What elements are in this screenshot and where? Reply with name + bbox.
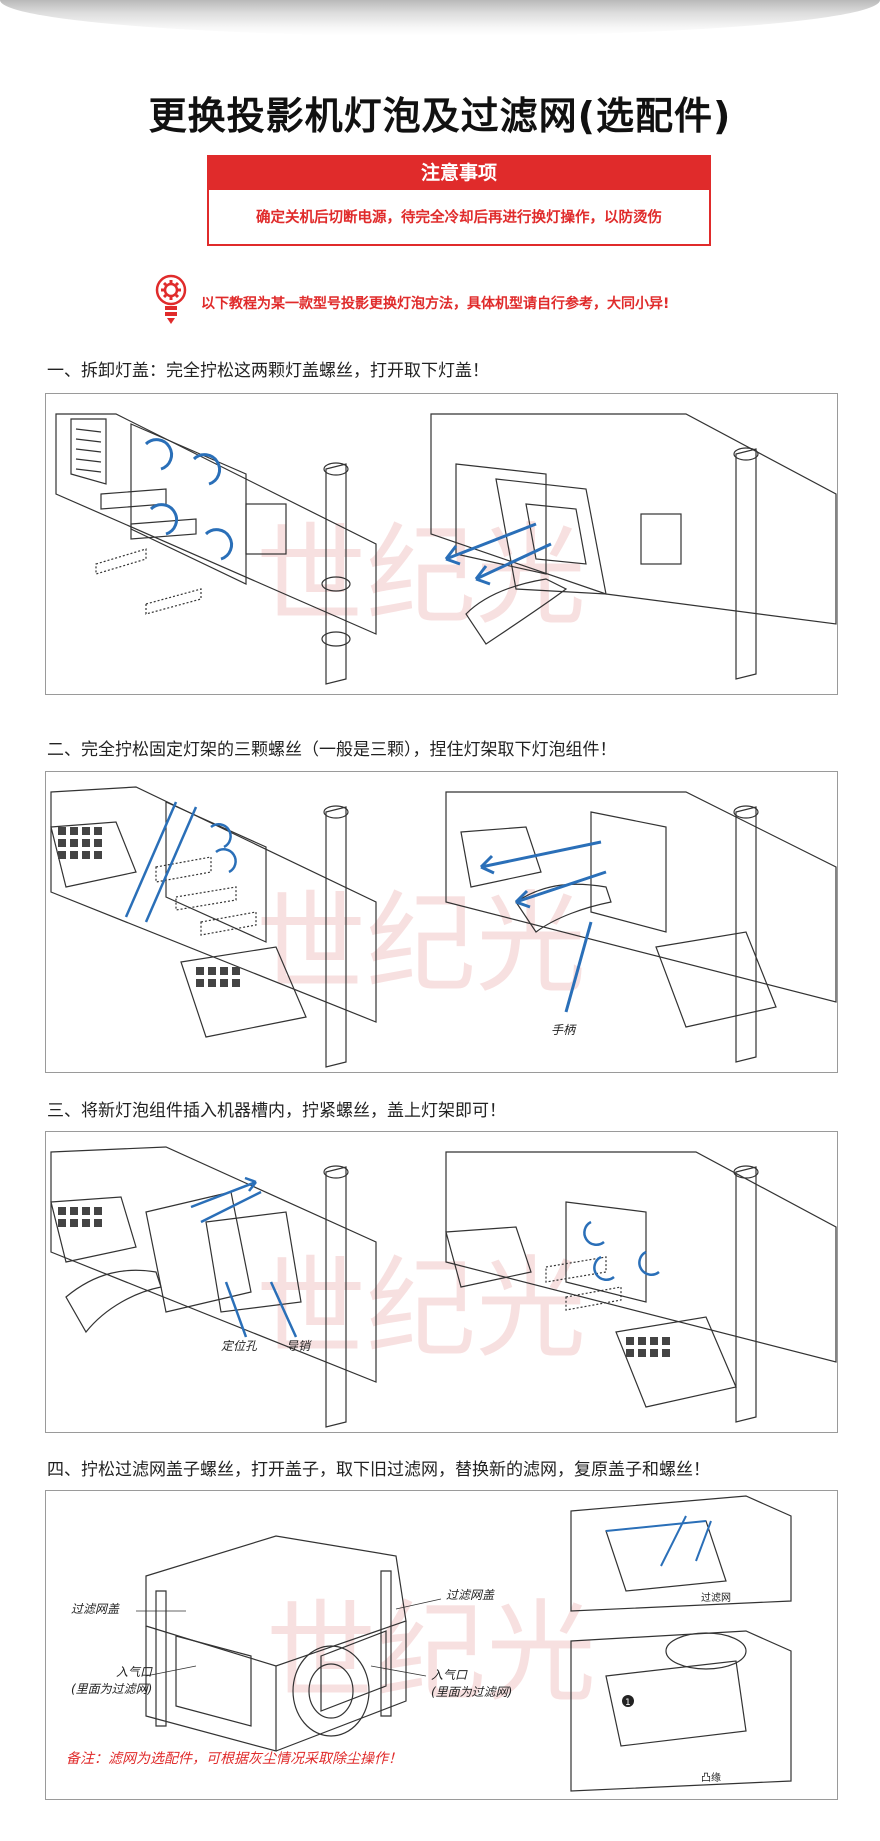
step-3-heading: 三、将新灯泡组件插入机器槽内，拧紧螺丝，盖上灯架即可！ xyxy=(47,1101,506,1121)
insert-arrows-left xyxy=(190,1176,298,1338)
step-4-heading: 四、拧松过滤网盖子螺丝，打开盖子，取下旧过滤网，替换新的滤网，复原盖子和螺丝！ xyxy=(47,1460,710,1480)
label-air-inlet-right-sub: (里面为过滤网) xyxy=(431,1685,512,1699)
label-handle: 手柄 xyxy=(551,1023,577,1037)
label-inset-filter: 过滤网 xyxy=(701,1591,731,1604)
projector-right-drawing xyxy=(430,413,837,680)
heatsink-grid-left xyxy=(58,827,240,987)
pull-arrows-right xyxy=(479,840,607,1013)
watermark: 世纪光 xyxy=(256,1245,586,1373)
label-air-inlet-right: 入气口 xyxy=(431,1668,468,1682)
label-filter-cover-left: 过滤网盖 xyxy=(71,1602,120,1616)
notice-body: 确定关机后切断电源，待完全冷却后再进行换灯操作，以防烫伤 xyxy=(256,210,662,226)
projector-main-drawing xyxy=(145,1535,407,1752)
projector-left-drawing xyxy=(55,413,377,685)
page-title: 更换投影机灯泡及过滤网(选配件) xyxy=(148,94,732,138)
notice-heading: 注意事项 xyxy=(209,157,709,190)
projector-left-drawing xyxy=(50,786,377,1068)
projector-right-drawing xyxy=(445,1151,837,1423)
watermark: 世纪光 xyxy=(256,512,586,640)
label-guide-pin: 导销 xyxy=(286,1339,312,1353)
tighten-arrows-right xyxy=(583,1220,660,1281)
step-2-heading: 二、完全拧松固定灯架的三颗螺丝（一般是三颗），捏住灯架取下灯泡组件！ xyxy=(47,740,617,760)
leader-lines xyxy=(136,1598,442,1677)
inset-number: 1 xyxy=(625,1698,631,1708)
step-1-illustration: 世纪光 xyxy=(45,393,838,695)
pointer-lines-left xyxy=(124,801,237,923)
label-air-inlet-left-sub: (里面为过滤网) xyxy=(71,1682,152,1696)
step-1-heading: 一、拆卸灯盖：完全拧松这两颗灯盖螺丝，打开取下灯盖！ xyxy=(47,361,489,381)
top-shadow xyxy=(0,0,880,36)
inset-arrows-top xyxy=(660,1515,712,1567)
watermark: 世纪光 xyxy=(256,880,586,1008)
label-air-inlet-left: 入气口 xyxy=(116,1665,153,1679)
step-2-illustration: 世纪光 xyxy=(45,771,838,1073)
heatsink-grid-right xyxy=(626,1337,670,1357)
heatsink-grid-left xyxy=(58,1207,102,1227)
label-filter-cover-right: 过滤网盖 xyxy=(446,1588,495,1602)
inset-number-badge xyxy=(622,1695,634,1707)
projector-left-drawing xyxy=(50,1146,377,1428)
label-locating-hole: 定位孔 xyxy=(221,1339,258,1353)
notice-box: 注意事项 确定关机后切断电源，待完全冷却后再进行换灯操作，以防烫伤 xyxy=(207,155,711,246)
lightbulb-gear-icon xyxy=(155,274,187,324)
pull-arrows-right xyxy=(444,522,552,586)
rotate-arrows-left xyxy=(144,438,234,561)
label-inset-lip: 凸缘 xyxy=(701,1771,721,1784)
step-3-illustration: 世纪光 定位孔 导销 xyxy=(45,1131,838,1433)
filter-note: 备注：滤网为选配件，可根据灰尘情况采取除尘操作！ xyxy=(66,1751,402,1767)
tip-text: 以下教程为某一款型号投影更换灯泡方法，具体机型请自行参考，大同小异! xyxy=(201,296,670,312)
inset-filter-bottom xyxy=(570,1630,792,1792)
inset-filter-top xyxy=(570,1495,792,1612)
projector-right-drawing xyxy=(445,791,837,1063)
tip-row: 以下教程为某一款型号投影更换灯泡方法，具体机型请自行参考，大同小异! xyxy=(155,272,795,326)
step-4-illustration: 世纪光 过滤网盖 过滤网盖 入气口 (里面为过滤网) 入气口 (里面为过滤网) … xyxy=(45,1490,838,1800)
